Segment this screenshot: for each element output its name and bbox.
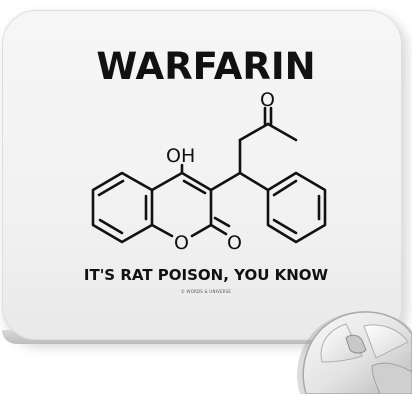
- bond-ch-phenyl: [238, 171, 270, 192]
- bond-c2-carbonyl: [209, 223, 228, 236]
- bond-c2-o1: [190, 223, 213, 238]
- phenyl-ring: [266, 171, 327, 244]
- designer-credit: © WORDS & UNIVERSE: [180, 289, 232, 294]
- bond-c4-c3: [180, 171, 213, 192]
- ring-oxygen-label: O: [174, 232, 189, 254]
- bond-c4-c3-double: [182, 179, 207, 195]
- bond-ch2-co: [238, 122, 270, 142]
- mouse-side-grip: [371, 362, 412, 394]
- phenyl-double-bond-1: [272, 179, 298, 197]
- product-title: WARFARIN: [96, 45, 316, 88]
- phenyl-double-bond-3: [272, 218, 298, 235]
- bond-c4a-c4: [150, 171, 184, 192]
- ketone-oxygen-label: O: [260, 89, 275, 111]
- mouse-right-button: [363, 324, 409, 359]
- mouse-scroll-wheel: [345, 334, 367, 354]
- mousepad: [2, 10, 402, 340]
- bond-o1-c8a: [150, 223, 174, 238]
- bond-co-ch3: [266, 122, 298, 142]
- hydroxyl-label: OH: [166, 145, 195, 167]
- benzo-double-bond-1: [97, 179, 125, 197]
- product-tagline: IT'S RAT POISON, YOU KNOW: [83, 266, 329, 284]
- carbonyl-oxygen-label: O: [227, 232, 242, 254]
- bond-c2-carbonyl-double: [213, 216, 231, 228]
- benzo-double-bond-2: [98, 218, 124, 235]
- bond-c3-ch: [209, 171, 242, 192]
